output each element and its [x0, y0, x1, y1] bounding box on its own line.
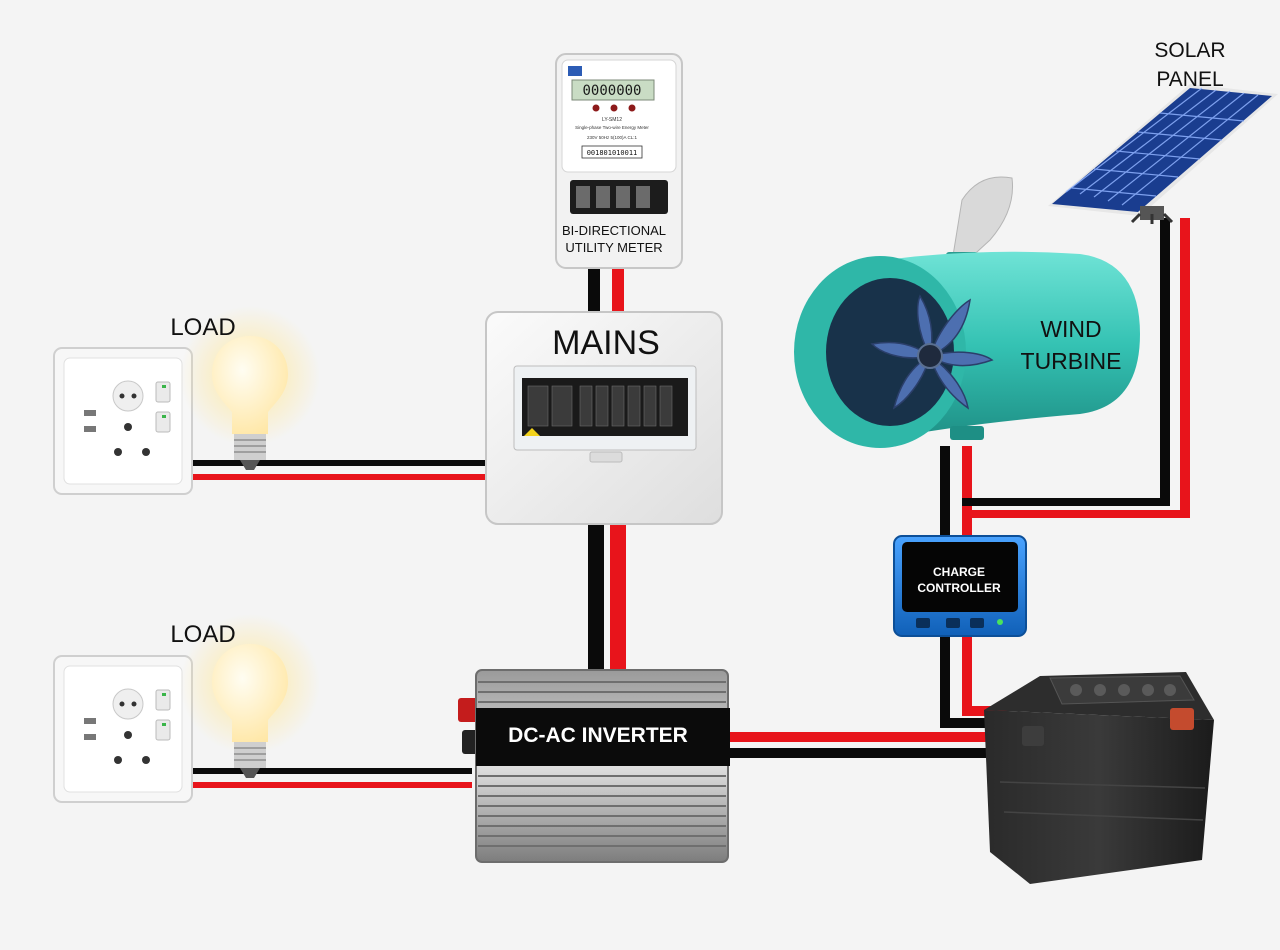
inverter-label: DC-AC INVERTER: [508, 724, 688, 747]
meter-label-line2: UTILITY METER: [565, 240, 662, 255]
load-top: [53, 306, 320, 495]
meter-label-line1: BI-DIRECTIONAL: [562, 223, 666, 238]
load-top-label: LOAD: [170, 314, 235, 341]
solar-panel-label-line1: SOLAR: [1154, 39, 1225, 62]
meter-display: 0000000: [582, 83, 641, 99]
meter-caption: Single-phase Two-wire Energy Meter: [575, 125, 649, 130]
mains-label: MAINS: [552, 324, 660, 362]
light-bulb-icon: [212, 644, 288, 778]
load-bottom: [53, 614, 320, 803]
load-bottom-label: LOAD: [170, 621, 235, 648]
meter-logo-icon: [568, 66, 582, 76]
charge-controller-label-line1: CHARGE: [933, 565, 985, 579]
wind-turbine-label-line2: TURBINE: [1021, 348, 1122, 374]
charge-controller-label-line2: CONTROLLER: [917, 581, 1001, 595]
wind-turbine: [794, 176, 1140, 448]
utility-meter: 0000000 LY-SM12 Single-phase Two-wire En…: [555, 53, 683, 269]
light-bulb-icon: [212, 336, 288, 470]
meter-serial: 001801010011: [587, 149, 638, 157]
battery: [984, 672, 1214, 884]
meter-model: LY-SM12: [602, 117, 622, 123]
solar-panel-label-line2: PANEL: [1156, 68, 1223, 91]
mains-distribution-board: [485, 311, 723, 525]
wiring: [190, 218, 1190, 788]
solar-panel: [1048, 84, 1278, 224]
charge-controller: [893, 535, 1027, 637]
dc-ac-inverter: [458, 669, 730, 863]
wind-turbine-label-line1: WIND: [1040, 316, 1101, 342]
meter-rating: 230V 50Hz 5(100)A CL:1: [587, 135, 638, 140]
